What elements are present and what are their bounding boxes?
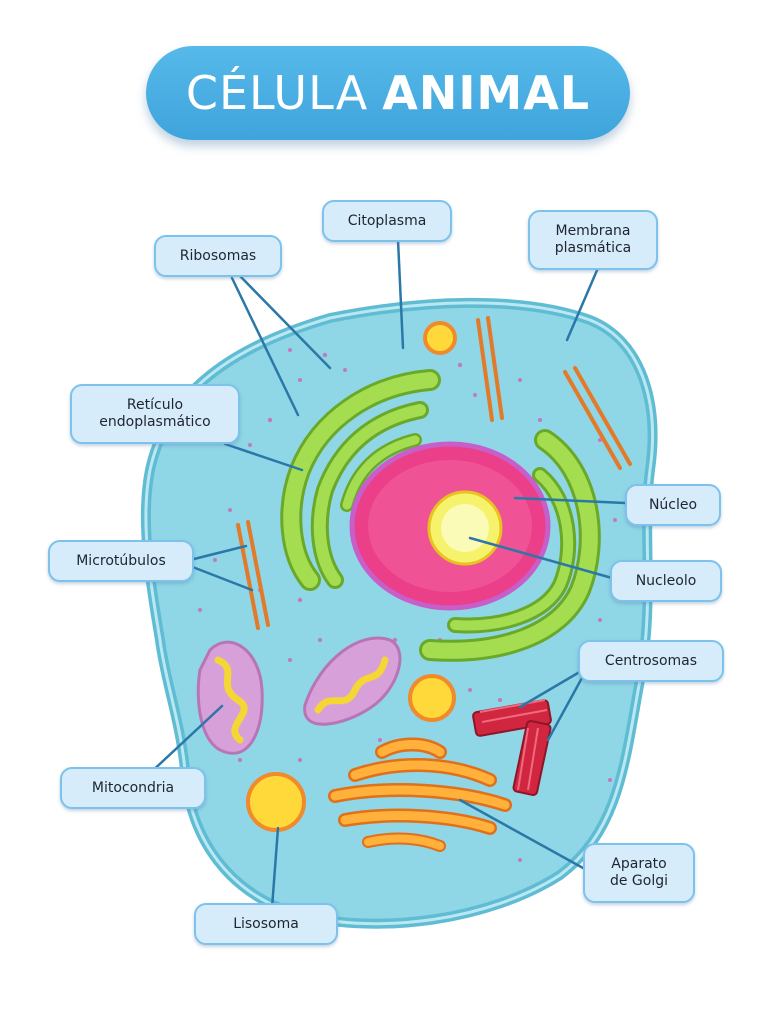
label-membrana-plasmatica: Membrana plasmática <box>528 210 658 270</box>
title-banner: CÉLULA ANIMAL <box>146 46 630 140</box>
endoplasmic-reticulum <box>280 369 441 591</box>
label-citoplasma: Citoplasma <box>322 200 452 242</box>
label-microtubulos: Microtúbulos <box>48 540 194 582</box>
endoplasmic-reticulum-right <box>419 429 601 662</box>
label-centrosomas: Centrosomas <box>578 640 724 682</box>
label-nucleolo: Nucleolo <box>610 560 722 602</box>
cell-membrane-inner-line <box>144 301 654 926</box>
label-lisosoma: Lisosoma <box>194 903 338 945</box>
label-ribosomas: Ribosomas <box>154 235 282 277</box>
nucleolus-core <box>441 504 489 552</box>
label-reticulo-endoplasmatico: Retículo endoplasmático <box>70 384 240 444</box>
label-mitocondria: Mitocondria <box>60 767 206 809</box>
label-nucleo: Núcleo <box>625 484 721 526</box>
centrosomes <box>472 699 552 796</box>
title-light-text: CÉLULA <box>185 66 369 120</box>
ribosome-dots <box>198 348 617 862</box>
lysosomes <box>246 321 457 832</box>
golgi-apparatus <box>328 737 512 852</box>
title-bold-text: ANIMAL <box>382 66 591 120</box>
label-aparato-de-golgi: Aparato de Golgi <box>583 843 695 903</box>
microtubules <box>236 316 632 630</box>
leader-lines <box>146 238 627 910</box>
mitochondria <box>196 636 402 755</box>
